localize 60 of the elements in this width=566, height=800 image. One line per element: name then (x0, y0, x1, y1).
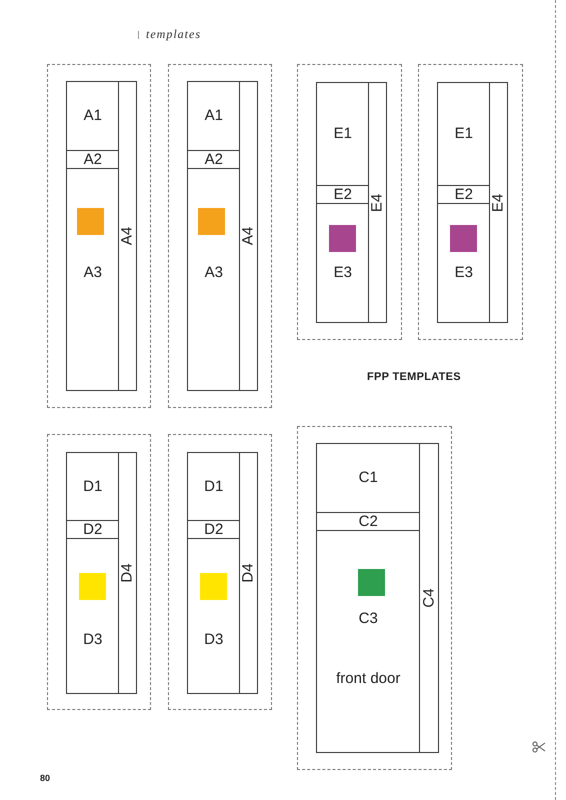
piece-label: D3 (82, 632, 104, 648)
bottom-piece (316, 530, 420, 753)
piece-label: E1 (332, 126, 353, 142)
top-piece (66, 81, 120, 152)
side-strip-piece (118, 81, 136, 391)
piece-label: A2 (82, 152, 103, 168)
bottom-piece (66, 168, 120, 391)
bottom-piece (66, 538, 120, 694)
piece-label: E3 (454, 265, 474, 282)
piece-label: C1 (358, 470, 379, 486)
side-strip-piece (118, 452, 136, 694)
bottom-piece (187, 538, 240, 694)
section-title: templates (146, 27, 201, 42)
piece-label: E2 (454, 186, 474, 203)
top-piece (437, 82, 490, 186)
top-piece (316, 443, 420, 514)
top-piece (187, 81, 240, 152)
piece-label: C4 (421, 588, 436, 608)
cutting-outline (168, 64, 272, 408)
page-number: 80 (40, 773, 50, 783)
piece-label: A2 (204, 152, 224, 168)
piece-label: D3 (203, 632, 224, 648)
side-strip-piece (239, 81, 258, 391)
top-piece (187, 452, 240, 522)
piece-label: E2 (332, 186, 353, 203)
piece-label: A1 (82, 108, 103, 124)
piece-label: E1 (454, 126, 474, 142)
piece-label: D4 (120, 563, 135, 583)
top-piece (66, 452, 120, 522)
piece-label: A1 (204, 108, 224, 124)
top-piece (316, 82, 370, 186)
cutting-outline (418, 64, 523, 340)
side-strip-piece (489, 82, 508, 323)
piece-label: A3 (204, 265, 224, 282)
piece-label: D1 (82, 478, 104, 495)
piece-label: E4 (490, 193, 506, 212)
cutting-outline (297, 64, 402, 340)
piece-label: E4 (370, 193, 385, 212)
piece-label: A3 (82, 265, 103, 282)
bottom-piece (316, 203, 370, 323)
section-heading: FPP TEMPLATES (367, 371, 461, 383)
piece-label: front door (335, 671, 402, 688)
piece-label: D2 (203, 522, 224, 538)
side-strip-piece (368, 82, 386, 323)
piece-label: E3 (332, 265, 353, 282)
piece-label: C3 (358, 611, 379, 628)
piece-label: D4 (240, 563, 256, 583)
cutting-outline (168, 434, 272, 710)
cutting-outline (47, 434, 151, 710)
piece-label: A4 (240, 226, 256, 246)
side-strip-piece (239, 452, 258, 694)
piece-label: D1 (203, 478, 224, 495)
piece-label: C2 (358, 514, 379, 530)
piece-label: A4 (120, 226, 135, 246)
cutting-outline (297, 426, 452, 770)
side-strip-piece (419, 443, 438, 753)
bottom-piece (187, 168, 240, 391)
bottom-piece (437, 203, 490, 323)
cutting-outline (47, 64, 151, 408)
piece-label: D2 (82, 522, 104, 538)
